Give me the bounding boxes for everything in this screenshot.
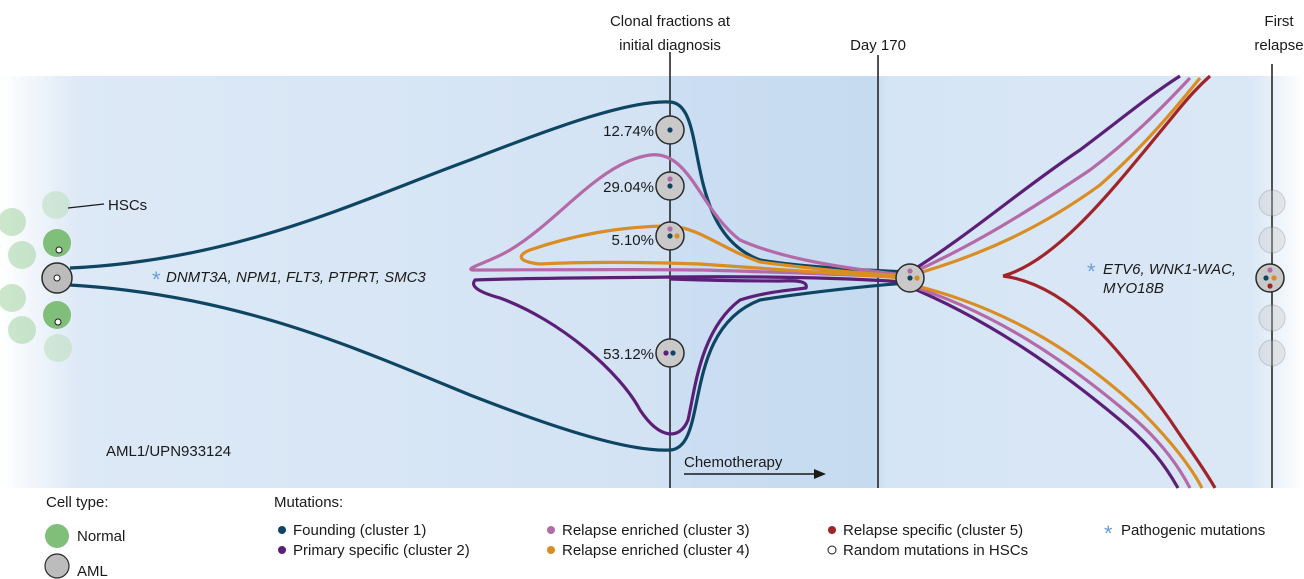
- chemotherapy-arrowhead: [814, 469, 826, 479]
- relapse-specific-clone: [1002, 74, 1217, 489]
- relapse3-mutation-dot: [667, 176, 673, 182]
- relapse3-clone-outline: [469, 153, 906, 279]
- clonal-fraction: 29.04%: [603, 179, 654, 196]
- primary-clone-outline: [472, 275, 906, 436]
- legend-relapse4-dot: [547, 546, 555, 554]
- relapse-expansion-relapse4: [904, 76, 1202, 279]
- founding-mutation-dot: [667, 127, 673, 133]
- founding-mutation-dot: [1263, 275, 1269, 281]
- header-day170: Day 170: [850, 37, 906, 54]
- relapse5-mutation-dot: [1267, 283, 1273, 289]
- hsc-random-mutation: [55, 246, 63, 254]
- legend-primary-dot: [278, 546, 286, 554]
- normal-cell: [43, 301, 71, 329]
- relapse-mutation-list-line1: ETV6, WNK1-WAC,: [1103, 261, 1236, 278]
- diagnosis-clone-cells: [655, 115, 685, 368]
- legend-hsc-random-dot: [827, 545, 837, 555]
- relapse3-mutation-dot: [667, 226, 673, 232]
- legend-hsc-random-label: Random mutations in HSCs: [843, 542, 1028, 559]
- legend-normal-swatch: [45, 524, 69, 548]
- clonal-fraction: 5.10%: [611, 232, 654, 249]
- header-diagnosis-line1: Clonal fractions at: [610, 13, 731, 30]
- legend-pathogenic-label: Pathogenic mutations: [1121, 522, 1265, 539]
- clonal-fraction: 12.74%: [603, 123, 654, 140]
- legend-primary-label: Primary specific (cluster 2): [293, 542, 470, 559]
- relapse4-mutation-dot: [914, 275, 920, 281]
- legend-aml-swatch: [44, 553, 70, 579]
- legend-relapse5-dot: [828, 526, 836, 534]
- relapse-pathogenic-asterisk: *: [1087, 259, 1096, 284]
- relapse-expansion-relapse3: [904, 76, 1192, 278]
- founding-mutation-dot: [907, 275, 913, 281]
- legend-cell-type-title: Cell type:: [46, 494, 109, 511]
- clone-cell: [655, 338, 685, 368]
- header-diagnosis-line2: initial diagnosis: [619, 37, 721, 54]
- relapse-contraction-relapse4: [904, 281, 1204, 489]
- chemotherapy-label: Chemotherapy: [684, 454, 783, 471]
- patient-id: AML1/UPN933124: [106, 443, 231, 460]
- relapse-cell: [1255, 263, 1285, 293]
- founding-mutation-list: DNMT3A, NPM1, FLT3, PTPRT, SMC3: [166, 269, 426, 286]
- relapse-contraction-primary: [904, 283, 1180, 489]
- relapse-contraction-relapse3: [904, 282, 1192, 489]
- legend-mutations-title: Mutations:: [274, 494, 343, 511]
- primary-mutation-dot: [663, 350, 669, 356]
- clone-curves: [69, 74, 1217, 489]
- founding-clone-outline: [69, 100, 906, 274]
- founding-mutation-dot: [667, 183, 673, 189]
- founding-mutation-dot: [667, 233, 673, 239]
- legend-pathogenic-asterisk: *: [1104, 521, 1113, 546]
- legend-relapse3-label: Relapse enriched (cluster 3): [562, 522, 750, 539]
- founding-pathogenic-asterisk: *: [152, 267, 161, 292]
- hsc-background-cells: [0, 191, 72, 362]
- legend-relapse3-dot: [547, 526, 555, 534]
- normal-cell: [43, 229, 71, 257]
- clonal-fraction: 53.12%: [603, 346, 654, 363]
- legend-relapse4-label: Relapse enriched (cluster 4): [562, 542, 750, 559]
- legend-founding-dot: [278, 526, 286, 534]
- hsc-random-mutation: [54, 318, 62, 326]
- hscs-pointer: [67, 203, 105, 209]
- relapse4-mutation-dot: [674, 233, 680, 239]
- legend-founding-label: Founding (cluster 1): [293, 522, 426, 539]
- hscs-label: HSCs: [108, 197, 147, 214]
- founding-mutation-dot: [670, 350, 676, 356]
- relapse4-mutation-dot: [1271, 275, 1277, 281]
- legend-aml-label: AML: [77, 563, 108, 579]
- relapse-faded-cells: [1258, 189, 1286, 367]
- hsc-random-mutation: [53, 274, 61, 282]
- relapse4-clone-outline: [519, 224, 906, 280]
- legend-relapse5-label: Relapse specific (cluster 5): [843, 522, 1023, 539]
- header-relapse-line2: relapse: [1254, 37, 1303, 54]
- relapse3-mutation-dot: [1267, 267, 1273, 273]
- founding-clone-outline: [69, 281, 906, 452]
- relapse3-mutation-dot: [907, 268, 913, 274]
- legend-normal-label: Normal: [77, 528, 125, 545]
- header-relapse-line1: First: [1264, 13, 1294, 30]
- relapse-mutation-list-line2: MYO18B: [1103, 280, 1164, 297]
- relapse-expansion-primary: [904, 74, 1181, 277]
